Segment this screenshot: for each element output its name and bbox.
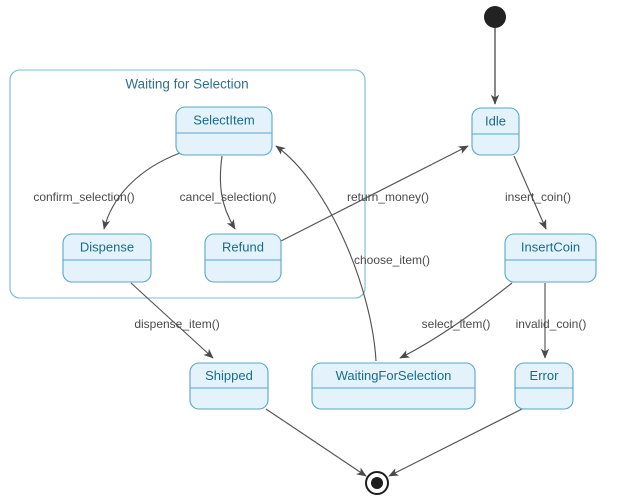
- composite-state-label: Waiting for Selection: [125, 77, 248, 92]
- transition-edge[interactable]: [275, 145, 377, 362]
- state-label: WaitingForSelection: [336, 368, 452, 383]
- transition-label: confirm_selection(): [33, 190, 134, 204]
- pseudo-states-layer: [365, 6, 506, 495]
- transition-label: choose_item(): [354, 253, 430, 267]
- transitions-layer: [102, 28, 550, 477]
- state-label: InsertCoin: [521, 239, 580, 254]
- state-node[interactable]: Idle: [471, 107, 520, 156]
- state-label: Idle: [485, 113, 506, 128]
- transition-edge[interactable]: [388, 408, 523, 477]
- transition-edge[interactable]: [399, 282, 513, 359]
- transition-edge[interactable]: [130, 282, 214, 359]
- initial-state-node[interactable]: [484, 6, 506, 28]
- transition-label: insert_coin(): [505, 190, 571, 204]
- state-label: Dispense: [80, 239, 134, 254]
- state-node[interactable]: Dispense: [62, 233, 152, 283]
- transition-edge[interactable]: [102, 152, 181, 230]
- state-label: Refund: [222, 239, 264, 254]
- state-label: Error: [530, 368, 560, 383]
- transition-edge[interactable]: [513, 155, 547, 230]
- transition-edge[interactable]: [219, 155, 236, 230]
- final-state-node[interactable]: [365, 471, 389, 495]
- transition-label: cancel_selection(): [180, 190, 277, 204]
- state-node[interactable]: WaitingForSelection: [311, 362, 476, 410]
- transition-label: invalid_coin(): [516, 317, 587, 331]
- transition-label: dispense_item(): [134, 317, 219, 331]
- transition-edge[interactable]: [280, 145, 469, 242]
- transition-edge[interactable]: [265, 408, 367, 477]
- state-node[interactable]: Shipped: [189, 362, 269, 410]
- state-label: Shipped: [205, 368, 253, 383]
- state-label: SelectItem: [193, 112, 254, 127]
- state-node[interactable]: Refund: [204, 233, 282, 283]
- transition-label: return_money(): [347, 190, 429, 204]
- transition-label: select_item(): [422, 317, 491, 331]
- transition-labels-layer: confirm_selection() cancel_selection() ret…: [33, 190, 586, 331]
- state-node[interactable]: SelectItem: [175, 106, 273, 156]
- state-node[interactable]: Error: [514, 362, 574, 410]
- state-node[interactable]: InsertCoin: [504, 233, 597, 283]
